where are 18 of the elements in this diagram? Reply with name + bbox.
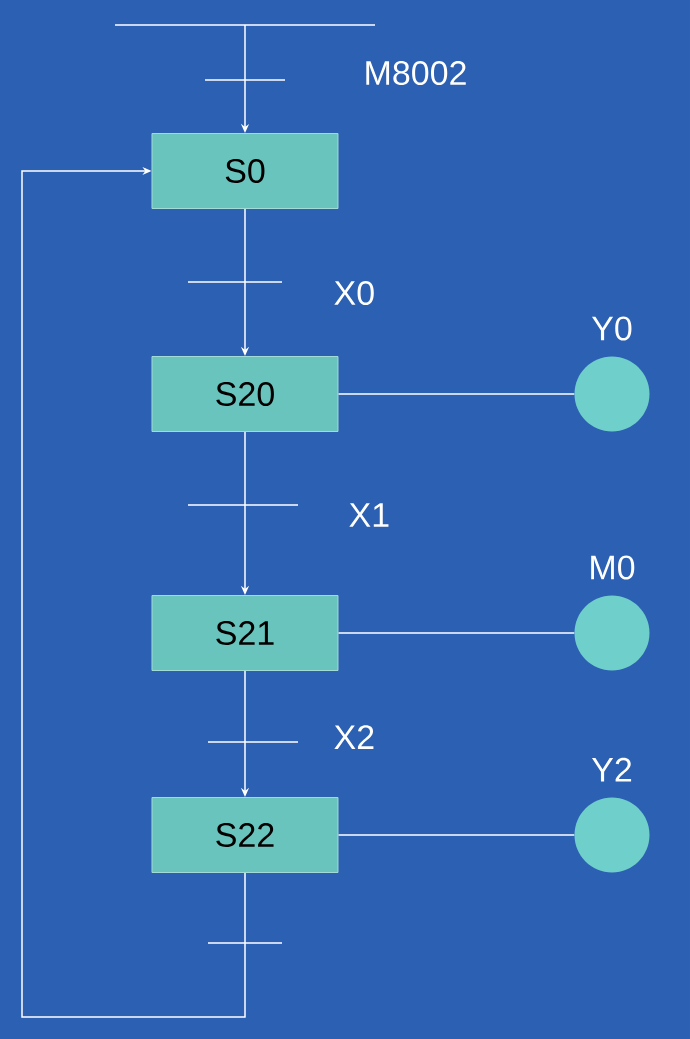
step-box: S22 [151,797,339,873]
connector [337,393,576,395]
step-box: S20 [151,356,339,432]
step-box: S21 [151,595,339,671]
output-circle [574,595,650,671]
connector [337,632,576,634]
transition-label: X0 [334,280,374,306]
step-box: S0 [151,133,339,209]
output-label: M0 [591,555,635,580]
output-label: Y0 [591,316,632,341]
output-circle [574,797,650,873]
transition-label: X1 [349,503,389,527]
connector [21,166,246,1018]
output-circle [574,356,650,432]
connector [337,834,576,836]
transition-label: M8002 [366,60,466,86]
transition-label: X2 [334,725,374,749]
output-label: Y2 [591,757,632,782]
